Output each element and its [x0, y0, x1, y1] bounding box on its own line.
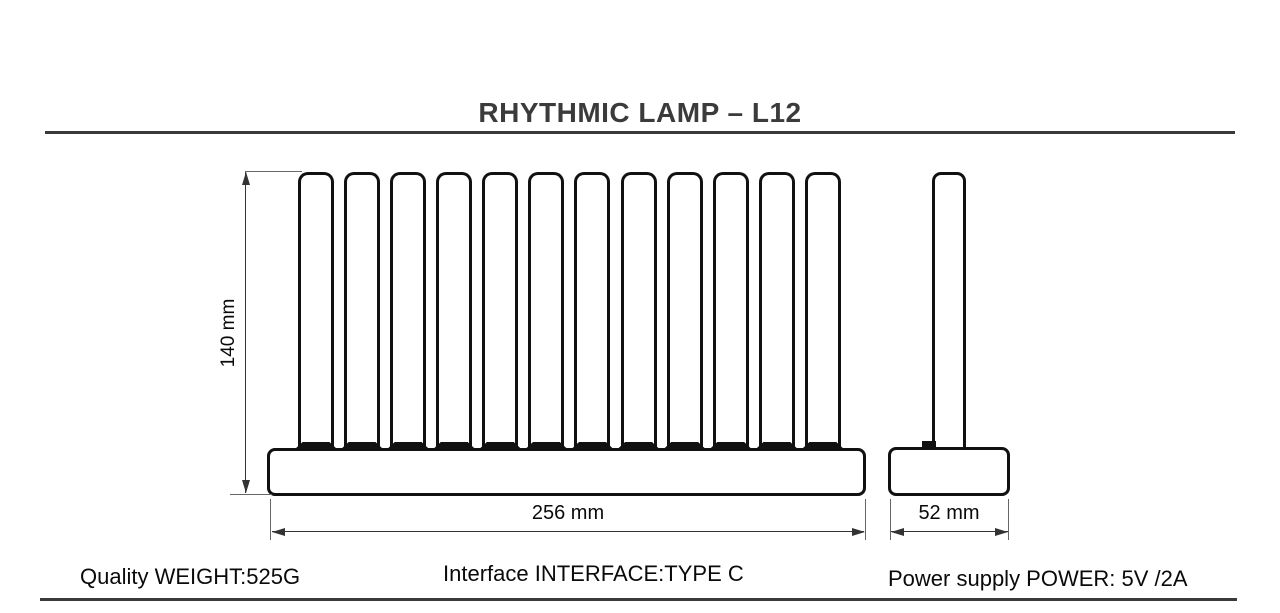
front-width-extension-right — [865, 499, 866, 540]
height-dimension-label: 140 mm — [218, 298, 239, 368]
front-width-dimension-label: 256 mm — [531, 502, 605, 524]
tube — [479, 172, 522, 449]
tube-foot — [479, 442, 522, 449]
side-width-arrow-right — [995, 528, 1008, 536]
front-width-arrow-left — [272, 528, 285, 536]
side-width-extension-right — [1008, 499, 1009, 540]
side-width-extension-left — [890, 499, 891, 540]
tube-foot — [663, 442, 706, 449]
side-width-dimension-line — [891, 531, 1008, 532]
spec-power: Power supply POWER: 5V /2A — [888, 566, 1188, 591]
side-view-tube — [922, 172, 966, 448]
side-tube-notch — [922, 441, 936, 448]
height-dim-bottom-tick — [230, 494, 272, 495]
title-underline — [45, 131, 1235, 134]
front-width-extension-left — [270, 499, 271, 540]
tube-foot — [755, 442, 798, 449]
front-width-dimension-line — [272, 531, 864, 532]
tube — [755, 172, 798, 449]
tube — [801, 172, 844, 449]
tube — [709, 172, 752, 449]
tube-foot — [801, 442, 844, 449]
side-view-base — [888, 447, 1010, 496]
tube — [617, 172, 660, 449]
spec-interface: Interface INTERFACE:TYPE C — [443, 561, 744, 586]
tube — [295, 172, 337, 449]
tube — [387, 172, 430, 449]
height-extension-line — [245, 171, 302, 172]
footer-rule — [40, 598, 1237, 601]
height-dim-arrow-top — [242, 172, 250, 185]
side-width-arrow-left — [891, 528, 904, 536]
tube-foot — [387, 442, 430, 449]
page-title: RHYTHMIC LAMP – L12 — [478, 97, 802, 128]
front-width-arrow-right — [852, 528, 865, 536]
tube-foot — [571, 442, 614, 449]
spec-weight: Quality WEIGHT:525G — [80, 564, 301, 589]
tube — [525, 172, 568, 449]
tube-foot — [433, 442, 476, 449]
tube-foot — [617, 442, 660, 449]
tube — [663, 172, 706, 449]
front-view-base — [267, 448, 866, 496]
tube-foot — [295, 442, 337, 449]
tube-foot — [341, 442, 384, 449]
side-width-dimension-label: 52 mm — [918, 502, 980, 524]
tube-foot — [525, 442, 568, 449]
tube — [571, 172, 614, 449]
tube — [341, 172, 384, 449]
height-dimension-line — [245, 172, 246, 493]
front-view-tubes — [295, 172, 844, 449]
tube — [433, 172, 476, 449]
tube-foot — [709, 442, 752, 449]
height-dim-arrow-bottom — [242, 480, 250, 493]
